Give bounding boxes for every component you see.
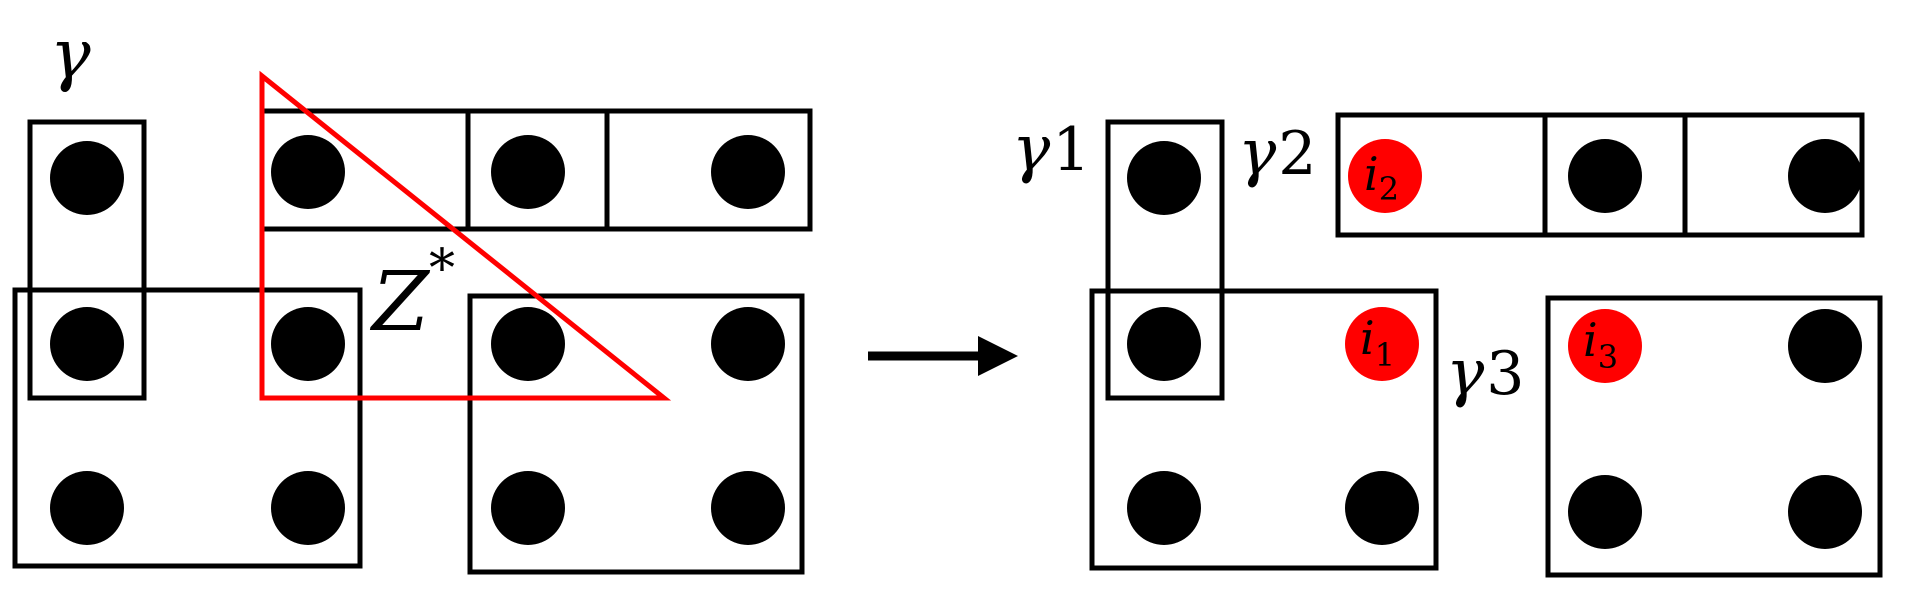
z-star-label: Z* [369, 239, 455, 350]
gamma1-sub: 1 [1052, 115, 1090, 185]
dot [711, 471, 785, 545]
dot [491, 135, 565, 209]
gamma3-sub: 3 [1486, 339, 1524, 409]
dot [50, 307, 124, 381]
gamma2-sub: 2 [1278, 119, 1316, 189]
z-star-triangle [259, 70, 672, 401]
dot [271, 307, 345, 381]
i3-sub: 3 [1598, 338, 1618, 376]
dot [50, 471, 124, 545]
gamma3-base: γ [1446, 336, 1485, 410]
dot [1127, 471, 1201, 545]
svg-text:i1: i1 [1360, 311, 1395, 374]
gamma1-base: γ [1012, 112, 1051, 186]
bottom-left-box [12, 287, 363, 569]
z-superscript: * [429, 239, 455, 299]
i2-label: i [1364, 147, 1379, 201]
right-arrow-icon [868, 336, 1018, 376]
dot [491, 307, 565, 381]
dot [711, 307, 785, 381]
dot [1568, 139, 1642, 213]
right-box [467, 293, 805, 575]
dot [1127, 141, 1201, 215]
gamma1-box [1105, 119, 1225, 401]
i2-sub: 2 [1379, 170, 1399, 208]
i3-label: i [1583, 313, 1598, 367]
z-label: Z [369, 255, 431, 350]
gamma1-label: γ1 [1012, 112, 1090, 186]
dot [271, 471, 345, 545]
i1-sub: 1 [1375, 336, 1395, 374]
svg-text:i2: i2 [1364, 147, 1399, 208]
gamma-label: γ [50, 16, 91, 95]
dot [1788, 475, 1862, 549]
i3-node: i3 [1568, 309, 1642, 383]
i1-node: i1 [1345, 307, 1419, 381]
dot [1788, 139, 1862, 213]
dot [711, 135, 785, 209]
gamma3-label: γ3 [1446, 336, 1524, 410]
dot [50, 141, 124, 215]
gamma2-base: γ [1238, 116, 1277, 190]
i1-label: i [1360, 311, 1375, 365]
dot [271, 135, 345, 209]
gamma2-row-box [1335, 112, 1865, 238]
dot [1127, 307, 1201, 381]
bottom-left-box [1089, 288, 1439, 571]
left-configuration: γ Z* [12, 16, 813, 575]
gamma3-box [1545, 295, 1883, 578]
dot [1788, 309, 1862, 383]
dot [1568, 475, 1642, 549]
dot [491, 471, 565, 545]
dot [1345, 471, 1419, 545]
right-configuration: i2 i1 i3 γ1 γ2 γ3 [1012, 112, 1883, 578]
i2-node: i2 [1348, 139, 1422, 213]
gamma2-label: γ2 [1238, 116, 1316, 190]
svg-text:i3: i3 [1583, 313, 1618, 376]
gamma-box [27, 119, 147, 401]
